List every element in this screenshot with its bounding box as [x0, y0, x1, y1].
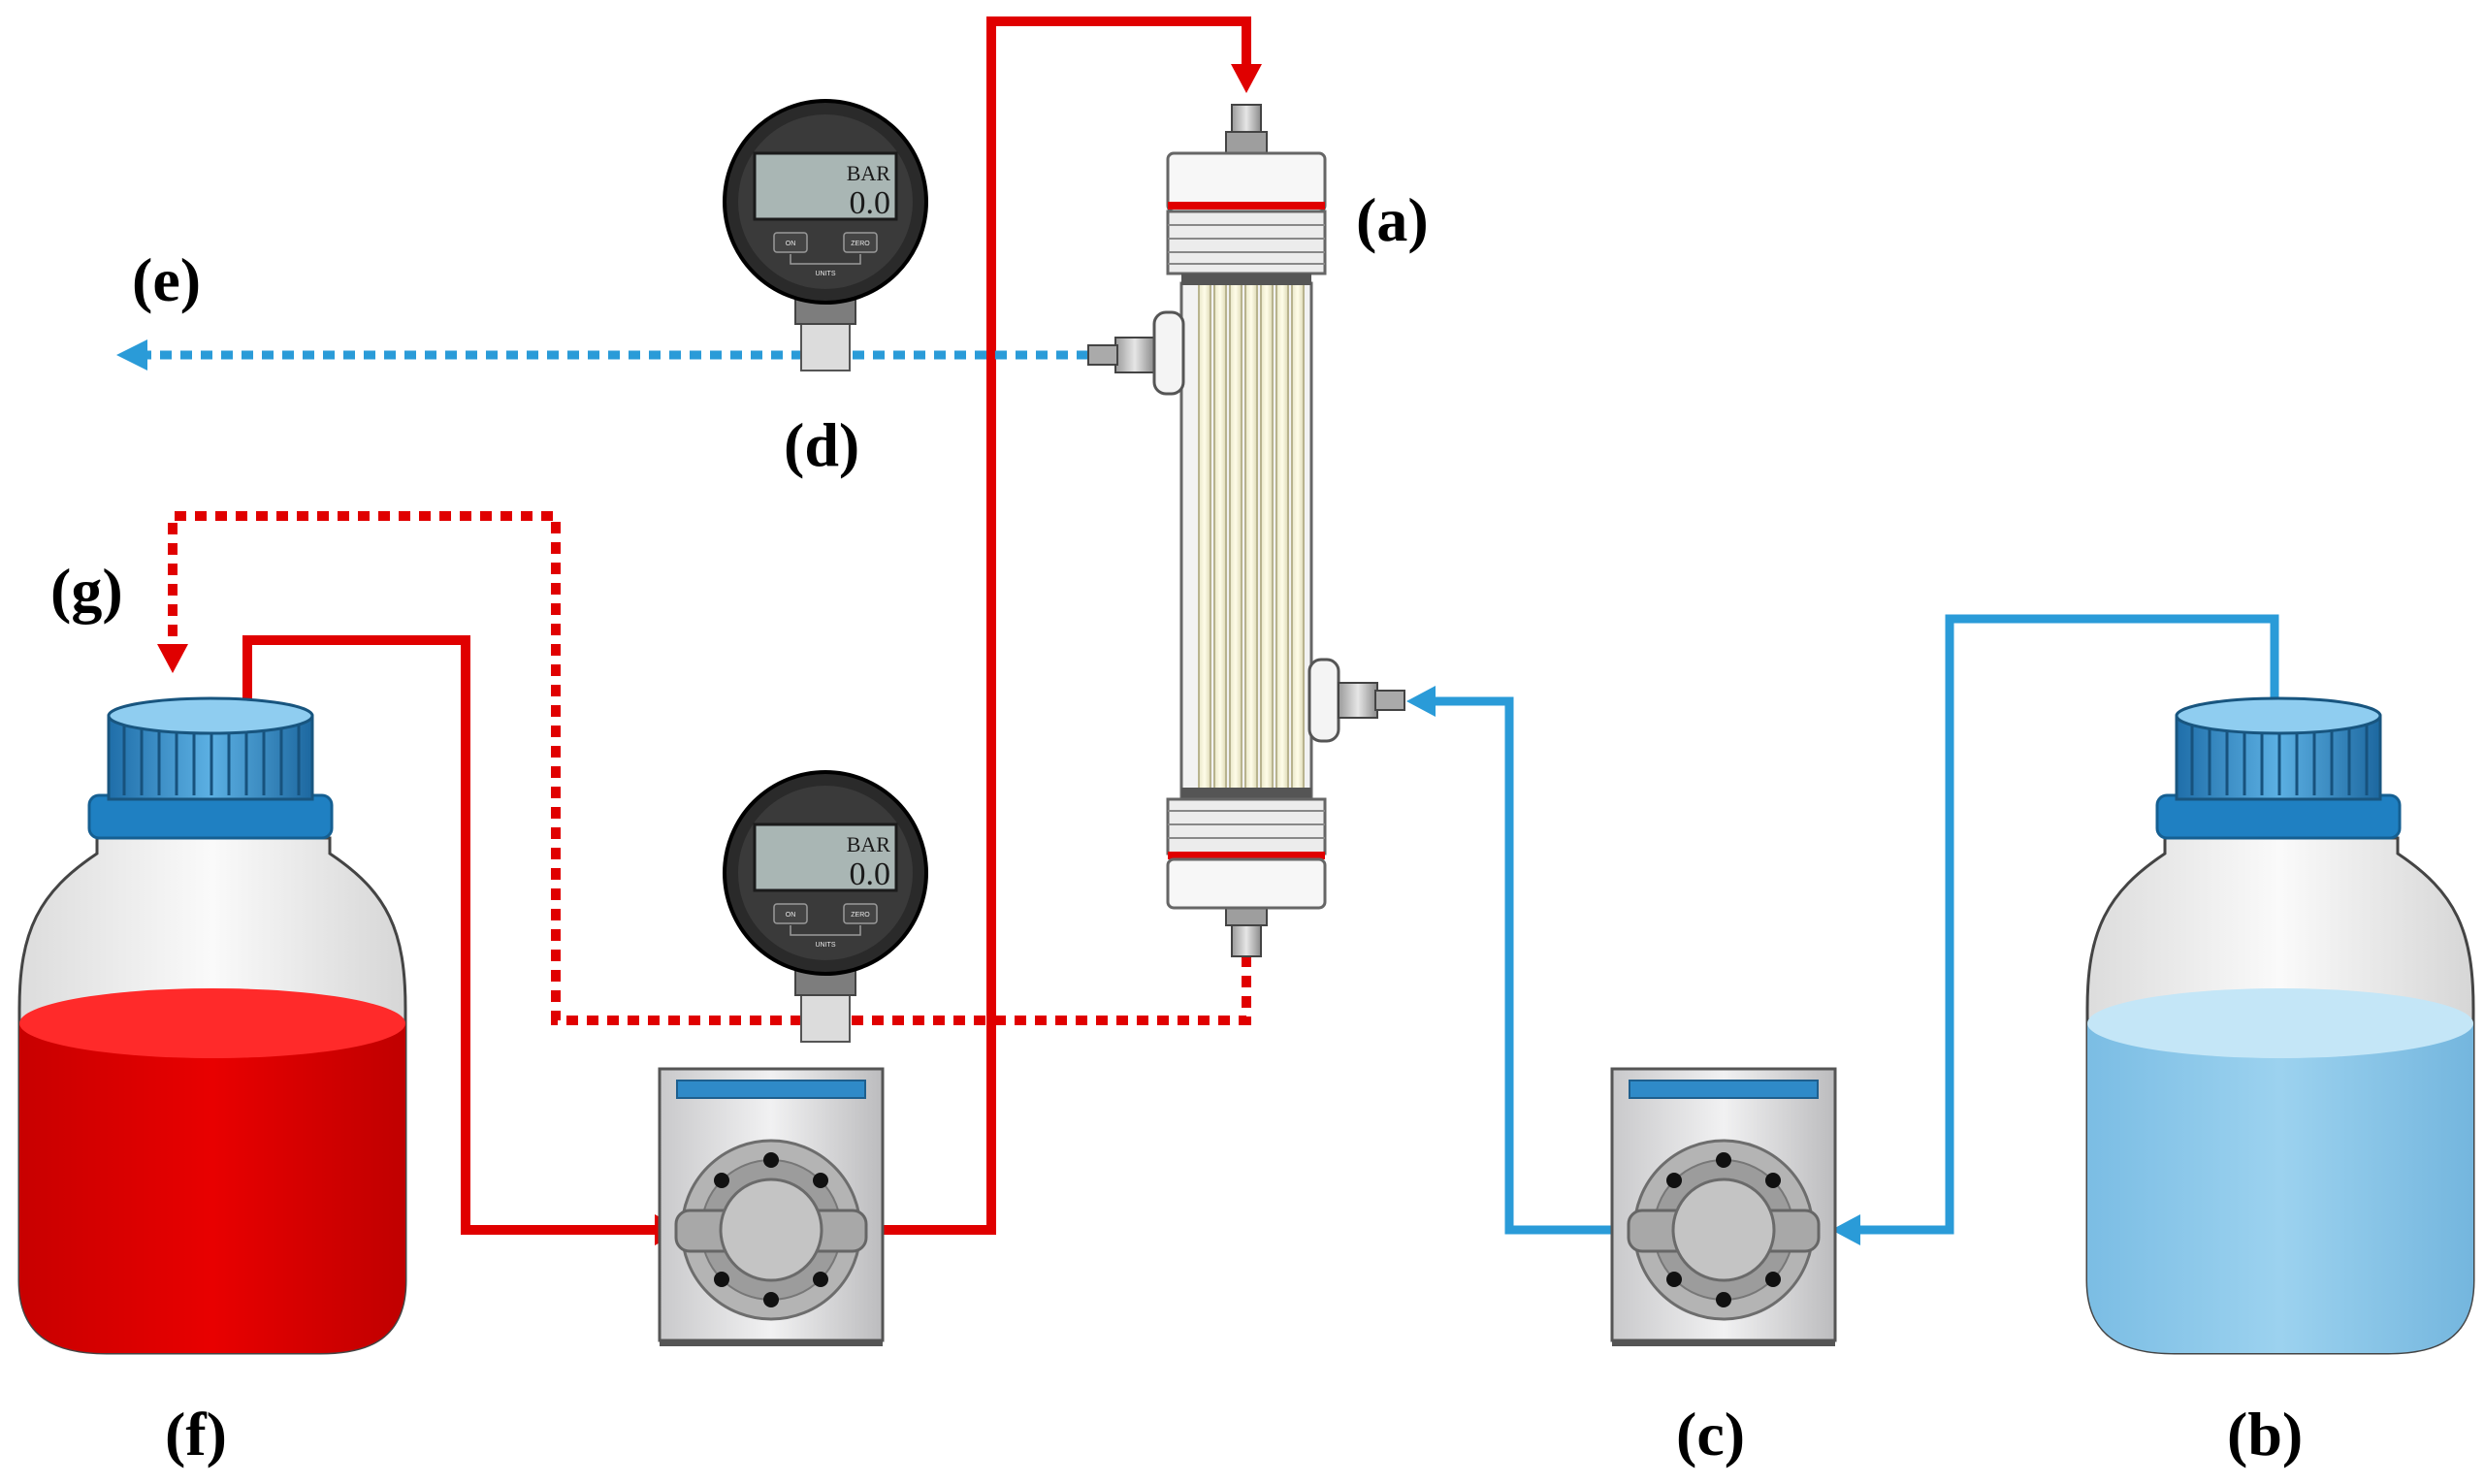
- red-feed-line: [242, 635, 664, 1235]
- bottle-f-red: [17, 696, 407, 1355]
- gauge-d-zero-button[interactable]: [843, 232, 878, 253]
- blue-to-module-line: [1434, 696, 1618, 1235]
- pressure-gauge-d: BAR 0.0 ON ZERO UNITS: [723, 99, 928, 371]
- gauge-lower-unit: BAR: [847, 832, 891, 856]
- label-g: (g): [50, 556, 123, 625]
- blue-arrowhead-module: [1406, 686, 1436, 717]
- gauge-d-on-button[interactable]: [773, 232, 808, 253]
- gauge-lower-zero-button[interactable]: [843, 903, 878, 924]
- label-c: (c): [1676, 1400, 1745, 1468]
- label-e: (e): [132, 245, 201, 314]
- hollow-fiber-module: [1087, 104, 1405, 957]
- red-arrowhead-recycle: [157, 644, 188, 673]
- gauge-lower-reading: 0.0: [850, 856, 891, 892]
- gauge-lower-on-label: ON: [786, 912, 796, 919]
- gauge-lower-base-label: UNITS: [816, 942, 836, 949]
- label-f: (f): [165, 1400, 227, 1468]
- peristaltic-pump-left: [658, 1067, 885, 1346]
- gauge-d-reading: 0.0: [850, 185, 891, 221]
- label-b: (b): [2227, 1400, 2303, 1468]
- pressure-gauge-lower: BAR 0.0 ON ZERO UNITS: [723, 770, 928, 1043]
- blue-arrowhead-outlet: [116, 339, 147, 371]
- red-recycle-dotted-line: [168, 511, 1251, 1025]
- bottle-b-blue: [2085, 696, 2475, 1355]
- peristaltic-pump-c: [1610, 1067, 1837, 1346]
- gauge-lower-zero-label: ZERO: [851, 912, 870, 919]
- gauge-d-unit: BAR: [847, 161, 891, 185]
- blue-arrowhead-pump-inlet: [1831, 1214, 1860, 1245]
- red-to-module-line: [878, 16, 1251, 1235]
- gauge-d-on-label: ON: [786, 241, 796, 247]
- red-arrowhead-module-top: [1231, 64, 1262, 93]
- gauge-d-base-label: UNITS: [816, 271, 836, 277]
- blue-feed-line: [1857, 614, 2279, 1235]
- gauge-lower-on-button[interactable]: [773, 903, 808, 924]
- label-a: (a): [1356, 185, 1429, 254]
- label-d: (d): [784, 410, 859, 479]
- gauge-d-zero-label: ZERO: [851, 241, 870, 247]
